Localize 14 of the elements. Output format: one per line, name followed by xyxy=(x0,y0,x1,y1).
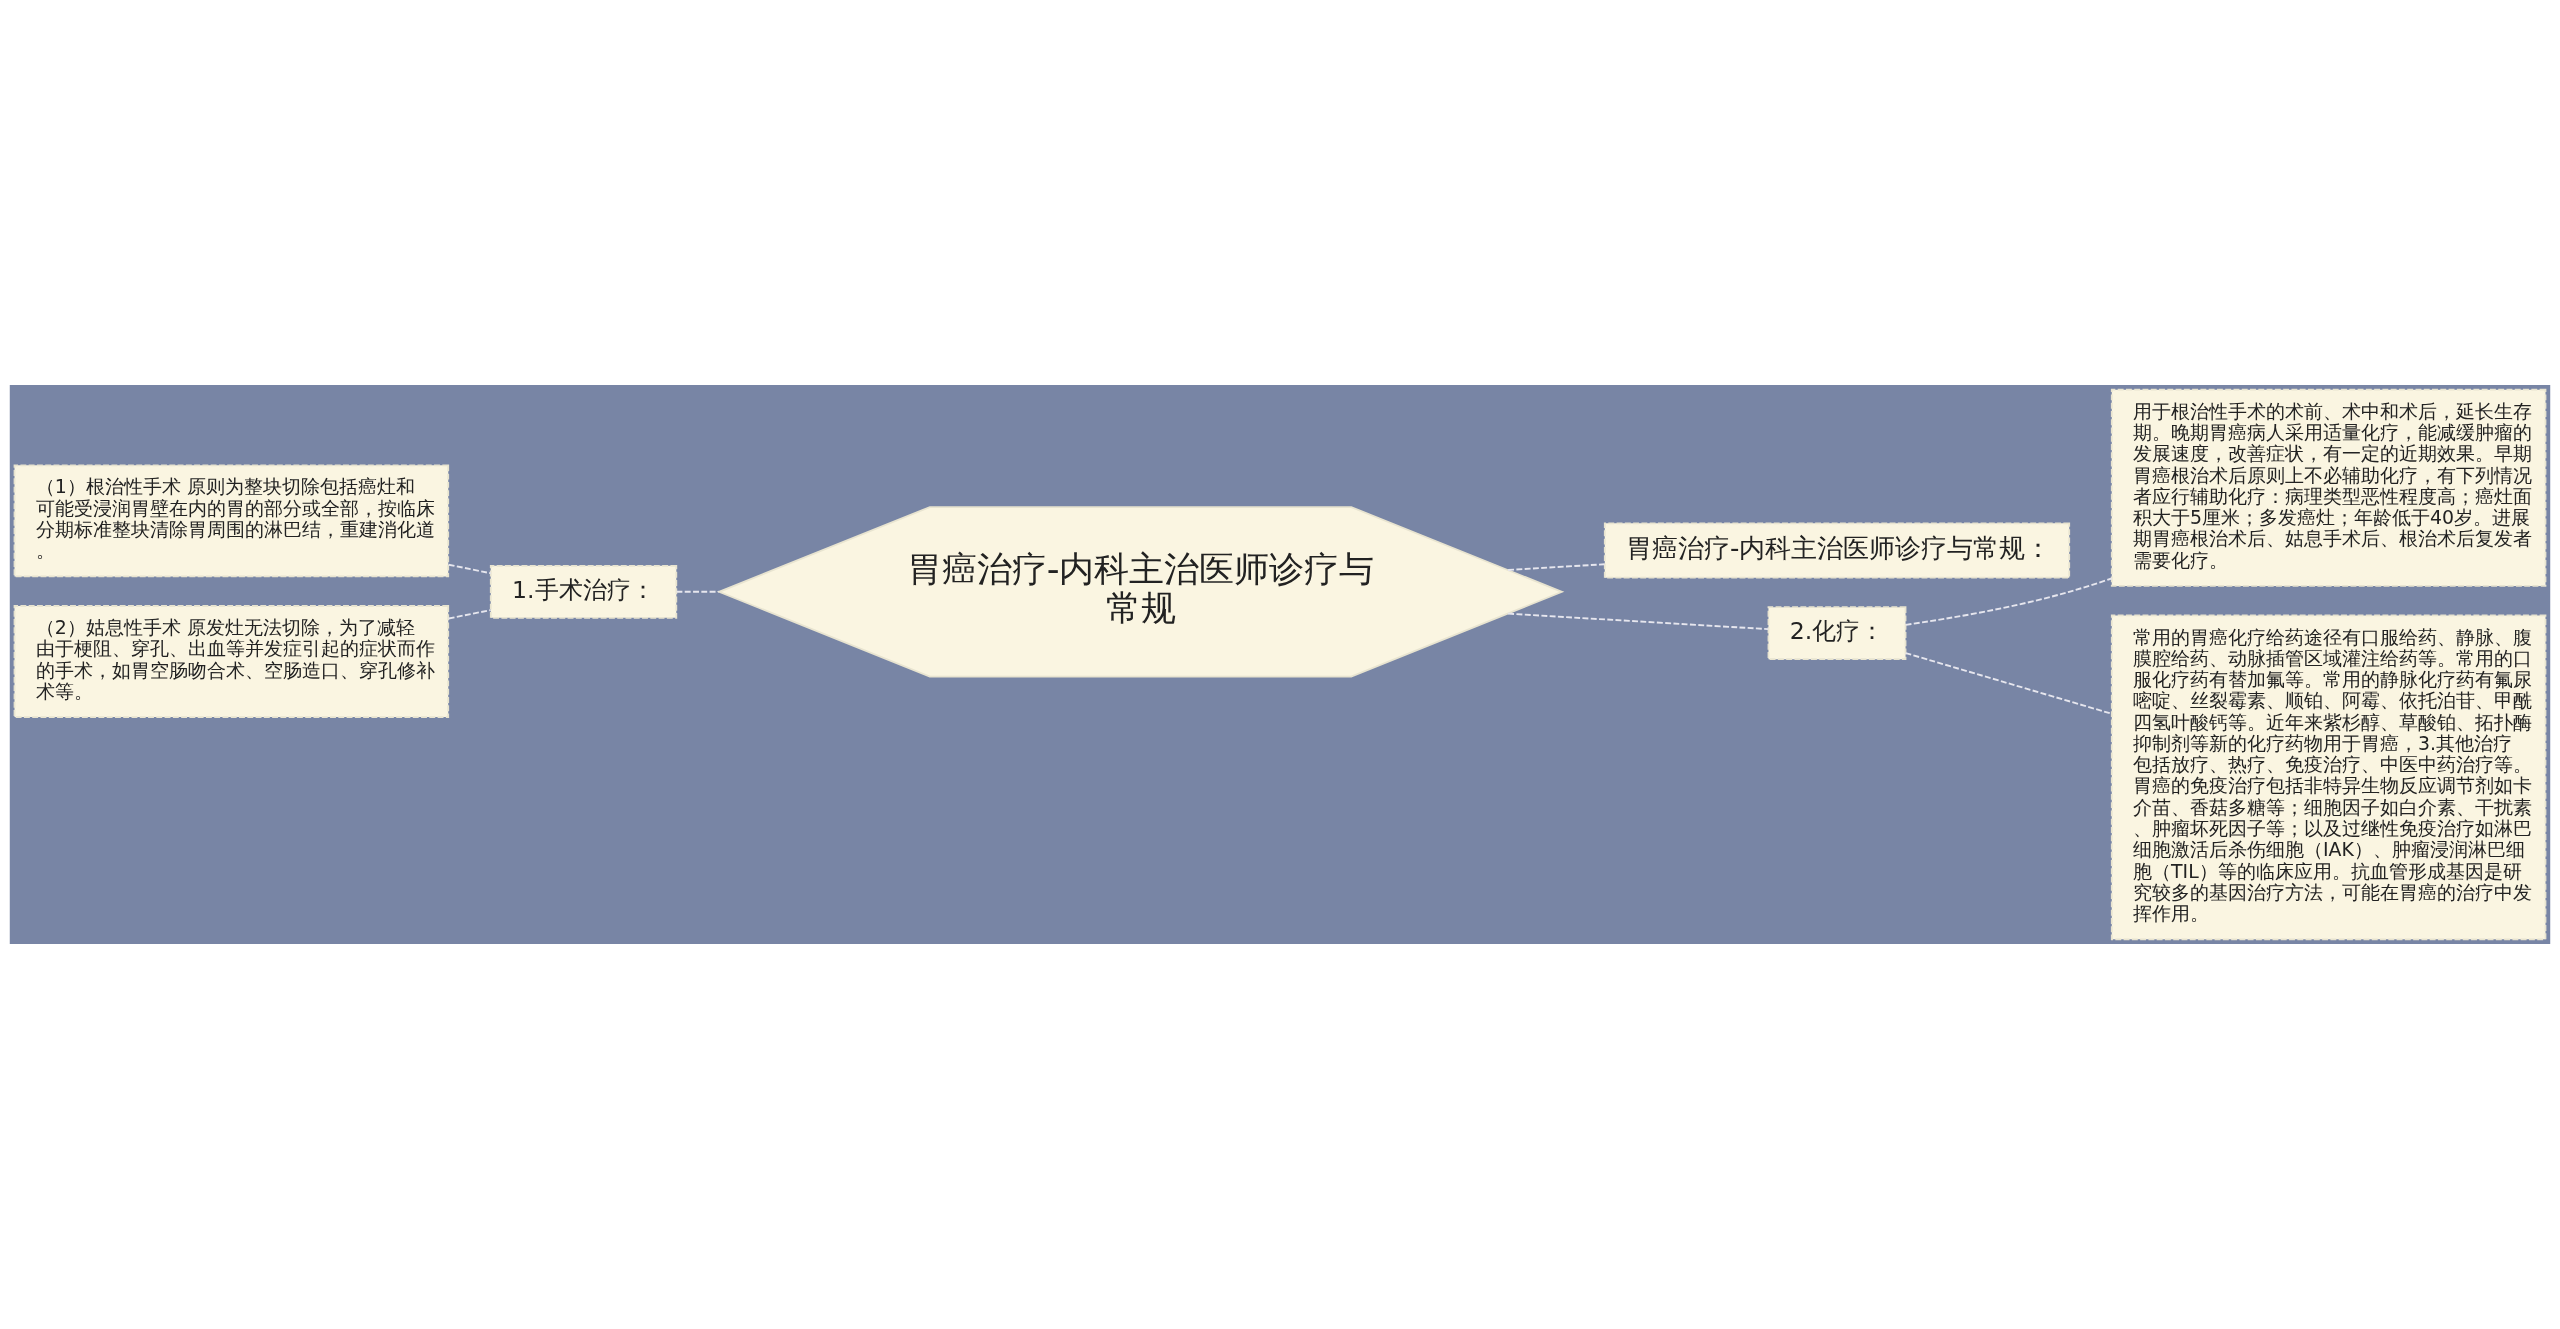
connector xyxy=(675,590,720,593)
connector xyxy=(1507,563,1606,571)
node-box: 2.化疗： xyxy=(1767,606,1907,661)
node-box: 常用的胃癌化疗给药途径有口服给药、静脉、腹膜腔给药、动脉插管区域灌注给药等。常用的口服化疗药有替加氟等。常用的静脉化疗药有氟尿嘧啶、丝裂霉素、顺铂、阿霉、依托泊苷、甲酰四氢叶酸钙等。近年来紫杉醇、草酸铂、拓扑酶抑制剂等新的化疗药物用于胃癌，3.其他治疗包括放疗、热疗、免疫治疗、中医中药治疗等。胃癌的免疫治疗包括非特异生物反应调节剂如卡介苗、香菇多糖等；细胞因子如白介素、干扰素、肿瘤坏死因子等；以及过继性免疫治疗如淋巴细胞激活后杀伤细胞（IAK）、肿瘤浸润淋巴细胞（TIL）等的临床应用。抗血管形成基因是研究较多的基因治疗方法，可能在胃癌的治疗中发挥作用。 xyxy=(2110,614,2547,941)
node-box: 用于根治性手术的术前、术中和术后，延长生存期。晚期胃癌病人采用适量化疗，能减缓肿瘤的发展速度，改善症状，有一定的近期效果。早期胃癌根治术后原则上不必辅助化疗，有下列情况者应行辅助化疗：病理类型恶性程度高；癌灶面积大于5厘米；多发癌灶；年龄低于40岁。进展期胃癌根治术后、姑息手术后、根治术后复发者需要化疗。 xyxy=(2110,388,2547,587)
connector xyxy=(1904,577,2113,626)
connector xyxy=(447,609,492,620)
node-box: （1）根治性手术 原则为整块切除包括癌灶和可能受浸润胃壁在内的胃的部分或全部，按临床分期标准整块清除胃周围的淋巴结，重建消化道。 xyxy=(13,464,450,578)
node-box: （2）姑息性手术 原发灶无法切除，为了减轻由于梗阻、穿孔、出血等并发症引起的症状而作的手术，如胃空肠吻合术、空肠造口、穿孔修补术等。 xyxy=(13,605,450,718)
connector xyxy=(1904,652,2113,715)
connector xyxy=(1507,612,1770,631)
node-box: 胃癌治疗-内科主治医师诊疗与常规： xyxy=(1603,522,2071,579)
connector xyxy=(447,563,492,575)
node-box: 1.手术治疗： xyxy=(489,564,678,619)
